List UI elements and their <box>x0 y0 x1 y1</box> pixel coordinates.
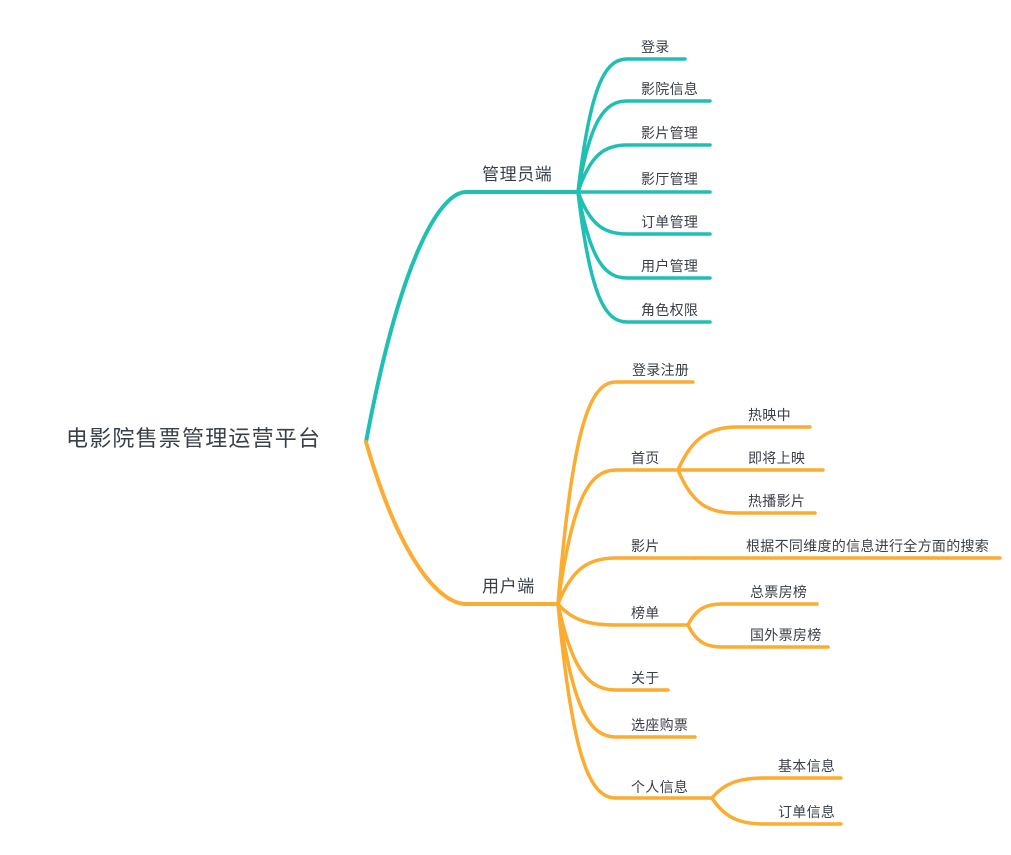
node-user-panel[interactable]: 用户端 <box>482 577 535 596</box>
node-rankings[interactable]: 榜单 <box>631 605 660 621</box>
films-branch-line <box>556 556 697 606</box>
film-management-branch-line <box>576 143 712 194</box>
node-film-management[interactable]: 影片管理 <box>641 125 699 141</box>
now-showing-branch-line <box>676 425 812 472</box>
user-panel-branch-line <box>364 440 560 606</box>
node-order-info[interactable]: 订单信息 <box>778 804 836 820</box>
node-personal-info[interactable]: 个人信息 <box>631 779 689 795</box>
role-permission-branch-line <box>576 190 712 324</box>
node-admin-panel[interactable]: 管理员端 <box>482 165 553 184</box>
node-basic-info[interactable]: 基本信息 <box>778 758 836 774</box>
about-branch-line <box>556 602 670 692</box>
home-branch-line <box>556 468 680 606</box>
node-foreign-box-office[interactable]: 国外票房榜 <box>750 627 822 643</box>
personal-info-branch-line <box>556 602 714 800</box>
node-order-management[interactable]: 订单管理 <box>641 214 699 230</box>
seat-ticketing-branch-line <box>556 602 697 739</box>
node-seat-ticketing[interactable]: 选座购票 <box>631 717 689 733</box>
node-role-permission[interactable]: 角色权限 <box>641 302 699 318</box>
node-about[interactable]: 关于 <box>631 670 660 686</box>
node-user-management[interactable]: 用户管理 <box>641 258 699 274</box>
node-login-register[interactable]: 登录注册 <box>632 362 690 378</box>
login-branch-line <box>576 57 687 194</box>
node-hall-management[interactable]: 影厅管理 <box>641 171 699 187</box>
node-cinema-info[interactable]: 影院信息 <box>641 81 699 97</box>
cinema-info-branch-line <box>576 99 712 194</box>
node-home[interactable]: 首页 <box>631 450 660 466</box>
node-total-box-office[interactable]: 总票房榜 <box>750 584 808 600</box>
node-coming-soon[interactable]: 即将上映 <box>748 450 806 466</box>
total-box-office-branch-line <box>686 602 819 627</box>
rankings-branch-line <box>556 602 690 627</box>
hot-films-branch-line <box>676 468 817 515</box>
node-root[interactable]: 电影院售票管理运营平台 <box>66 426 322 451</box>
node-films[interactable]: 影片 <box>631 538 660 554</box>
login-register-branch-line <box>556 380 695 606</box>
node-multi-dimension-search[interactable]: 根据不同维度的信息进行全方面的搜索 <box>746 538 990 554</box>
foreign-box-office-branch-line <box>686 623 830 649</box>
node-now-showing[interactable]: 热映中 <box>748 407 791 423</box>
basic-info-branch-line <box>710 776 843 800</box>
admin-panel-branch-line <box>364 190 580 444</box>
order-management-branch-line <box>576 190 712 236</box>
node-hot-films[interactable]: 热播影片 <box>748 493 806 509</box>
order-info-branch-line <box>710 796 843 826</box>
node-login[interactable]: 登录 <box>641 39 670 55</box>
